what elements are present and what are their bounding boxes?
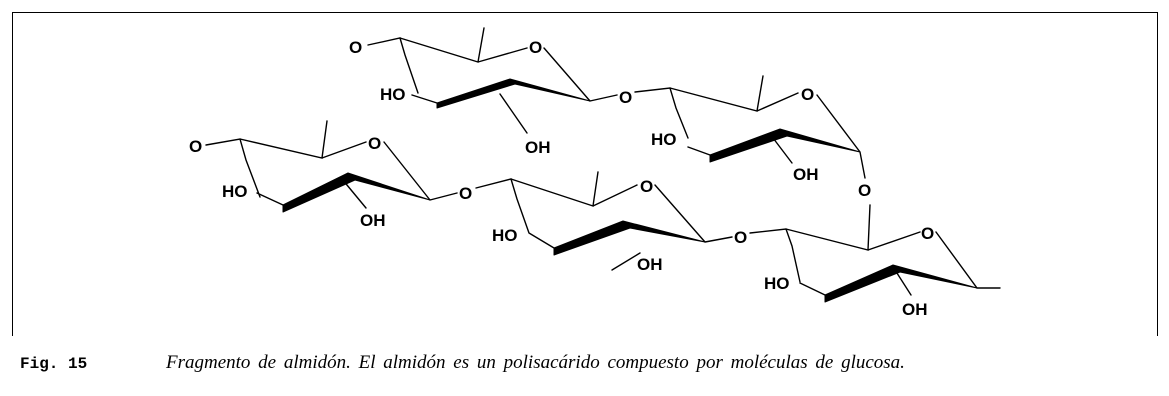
ring-d-oh-label: OH [637, 255, 663, 274]
figure-caption: Fig. 15 Fragmento de almidón. El almidón … [20, 348, 905, 378]
ring-a-o4-label: O [349, 38, 362, 57]
figure-caption-text: Fragmento de almidón. El almidón es un p… [166, 352, 905, 373]
ring-c-o4-label: O [189, 137, 202, 156]
glycosidic-o-cd-label: O [459, 184, 472, 203]
ring-c-wedge [282, 172, 431, 213]
ring-c-ho-label: HO [222, 182, 248, 201]
ring-b-wedge [709, 128, 861, 163]
ring-b-ring-o-label: O [801, 85, 814, 104]
ring-e-ring-o-label: O [921, 224, 934, 243]
figure-frame [12, 12, 1158, 336]
ring-a-ho-label: HO [380, 85, 406, 104]
glycosidic-o-de-label: O [734, 228, 747, 247]
glycosidic-o-ab-label: O [619, 88, 632, 107]
starch-structure-diagram: O O HO OH O O HO OH O O O HO OH O O HO O… [189, 27, 1001, 319]
ring-a-oh-label: OH [525, 138, 551, 157]
ring-c-bonds [205, 120, 458, 209]
ring-a-ring-o-label: O [529, 38, 542, 57]
ring-d-wedge [553, 220, 706, 256]
figure-label: Fig. 15 [20, 355, 88, 373]
ring-b-oh-label: OH [793, 165, 819, 184]
ring-e-wedge [824, 264, 978, 303]
ring-a-wedge [436, 78, 591, 109]
ring-c-ring-o-label: O [368, 134, 381, 153]
glycosidic-o-be-label: O [858, 181, 871, 200]
ring-e-oh-label: OH [902, 300, 928, 319]
ring-d-ring-o-label: O [640, 177, 653, 196]
ring-c-oh-label: OH [360, 211, 386, 230]
ring-d-bonds [475, 171, 733, 271]
ring-d-ho-label: HO [492, 226, 518, 245]
ring-b-bonds [634, 75, 866, 179]
ring-e-ho-label: HO [764, 274, 790, 293]
ring-a-bonds [367, 27, 618, 134]
ring-b-ho-label: HO [651, 130, 677, 149]
